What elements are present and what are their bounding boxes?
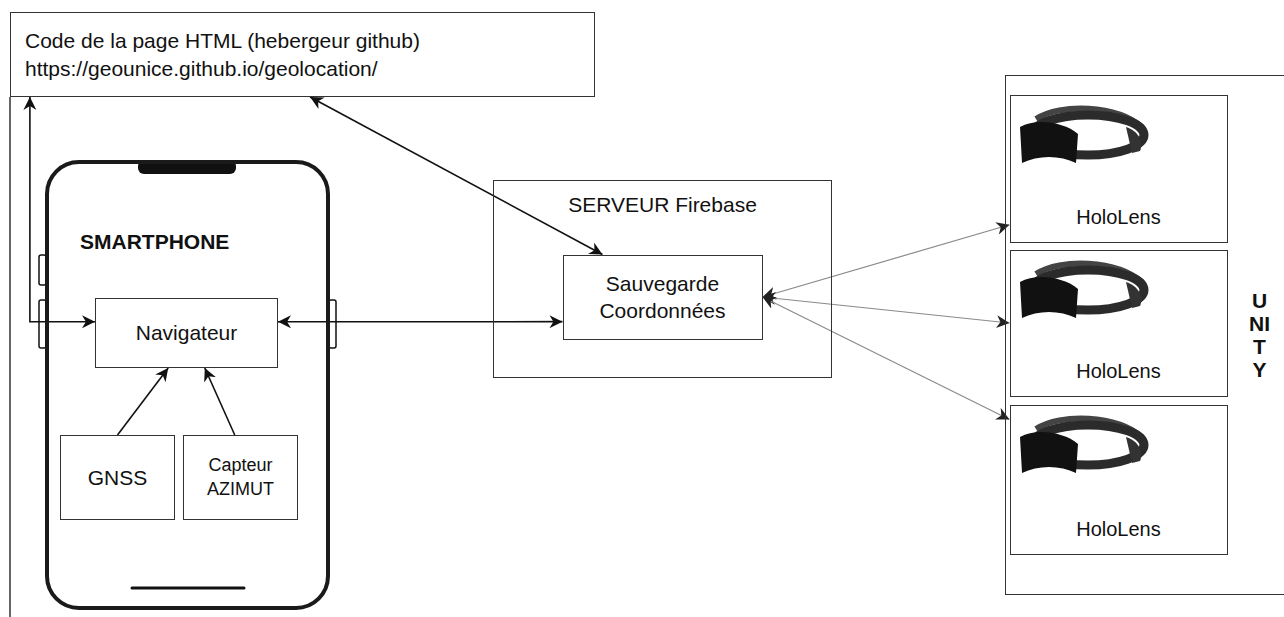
connector-arrow — [763, 297, 1010, 323]
connector-arrow — [763, 225, 1010, 297]
hololens-box: HoloLens — [1010, 405, 1228, 555]
connector-arrow — [278, 321, 563, 323]
smartphone-outline: SMARTPHONE NavigateurGNSS Capteur AZIMUT — [45, 160, 330, 610]
server-box: SERVEUR FirebaseSauvegarde Coordonnées — [493, 180, 832, 378]
hololens-box: HoloLens — [1010, 250, 1228, 397]
node-text: HoloLens — [1076, 204, 1161, 230]
node-text: GNSS — [88, 464, 148, 491]
node-text: Sauvegarde Coordonnées — [572, 270, 754, 325]
node-text: Code de la page HTML (hebergeur github) — [25, 27, 420, 54]
storage-box: Sauvegarde Coordonnées — [563, 255, 763, 340]
browser-box: Navigateur — [95, 298, 278, 368]
sensor-box: Capteur AZIMUT — [183, 435, 298, 520]
phone-home-bar — [132, 587, 244, 590]
hololens-icon — [1020, 419, 1144, 473]
connector-arrow — [118, 368, 169, 435]
node-text: Capteur AZIMUT — [190, 454, 291, 501]
node-text: Navigateur — [136, 319, 238, 346]
phone-button — [329, 300, 336, 348]
node-text: SMARTPHONE — [80, 228, 229, 255]
connector-arrow — [310, 97, 602, 255]
node-text: HoloLens — [1076, 516, 1161, 542]
node-text: SERVEUR Firebase — [568, 191, 757, 218]
connector-arrow — [763, 297, 1010, 420]
vertical-label: UNITY — [1249, 289, 1270, 381]
node-text: https://geounice.github.io/geolocation/ — [25, 55, 378, 82]
connector-arrow — [30, 97, 95, 322]
node-text: HoloLens — [1076, 358, 1161, 384]
connector-arrow — [205, 368, 235, 435]
html-code-box: Code de la page HTML (hebergeur github)h… — [10, 12, 595, 97]
hololens-box: HoloLens — [1010, 95, 1228, 243]
sensor-box: GNSS — [60, 435, 175, 520]
hololens-icon — [1020, 264, 1144, 318]
page-frame — [9, 97, 11, 617]
hololens-icon — [1020, 109, 1144, 163]
unity-group: UNITYHoloLensHoloLensHoloLens — [1005, 75, 1284, 595]
